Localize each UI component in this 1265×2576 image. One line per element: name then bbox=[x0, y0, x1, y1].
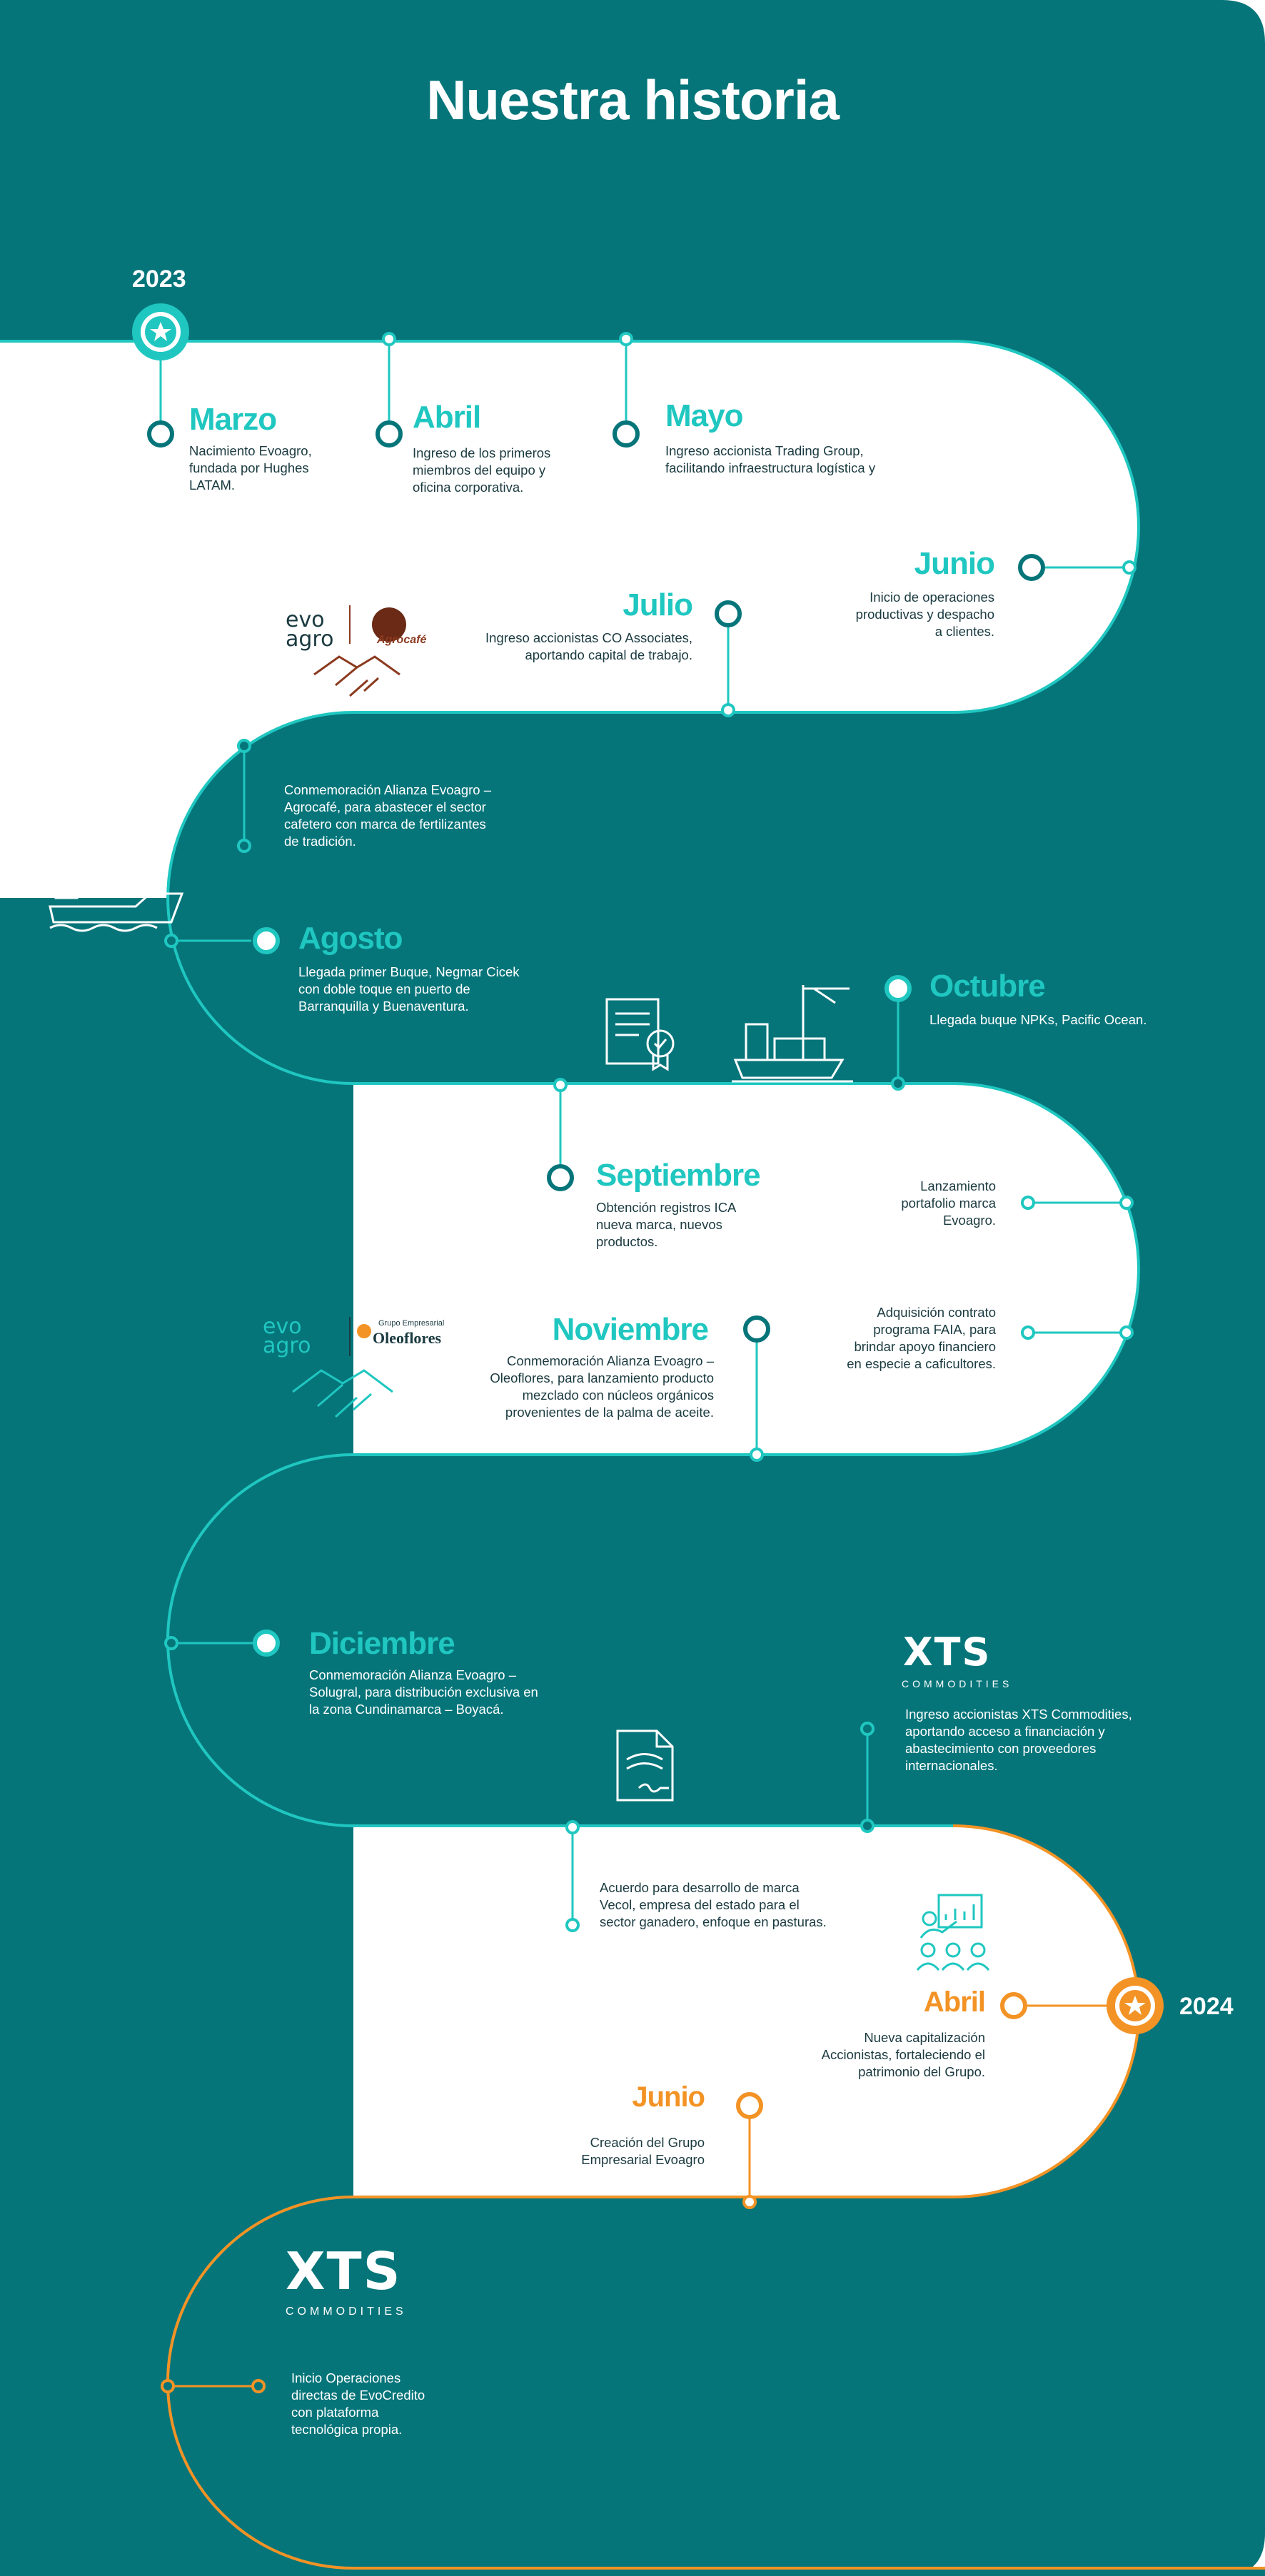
cargo-ship-icon bbox=[49, 865, 184, 932]
xts-logo-sub: COMMODITIES bbox=[286, 2305, 407, 2318]
event-agrocafe-text: Conmemoración Alianza Evoagro –Agrocafé,… bbox=[284, 782, 491, 849]
team-icon bbox=[413, 248, 487, 318]
event-xts-ingreso-text: Ingreso accionistas XTS Commodities,apor… bbox=[905, 1707, 1132, 1773]
certificate-icon bbox=[605, 998, 675, 1071]
julio-node bbox=[715, 600, 742, 627]
junio-2024-node bbox=[736, 2092, 763, 2119]
event-abril-2024-month: Abril bbox=[923, 1986, 986, 2018]
xts-logo: XTS bbox=[903, 1630, 992, 1675]
junio-node bbox=[1018, 554, 1045, 581]
event-septiembre-month: Septiembre bbox=[596, 1158, 761, 1193]
oleoflores-logo: Oleoflores bbox=[373, 1329, 442, 1347]
oleoflores-group-label: Grupo Empresarial bbox=[378, 1319, 445, 1328]
event-noviembre-text: Conmemoración Alianza Evoagro –Oleoflore… bbox=[490, 1353, 714, 1420]
event-agosto-month: Agosto bbox=[298, 921, 403, 956]
event-mayo-month: Mayo bbox=[665, 398, 743, 433]
timeline-line-2024 bbox=[166, 1824, 1265, 2570]
timeline-line-2023 bbox=[0, 340, 1140, 1827]
year-2023-label: 2023 bbox=[132, 266, 186, 293]
oleoflores-logo-mark bbox=[357, 1324, 371, 1338]
mayo-node bbox=[613, 420, 640, 448]
port-crane-ship-icon bbox=[732, 985, 853, 1083]
event-julio-month: Julio bbox=[623, 587, 693, 622]
event-julio-text: Ingreso accionistas CO Associates,aporta… bbox=[485, 630, 692, 662]
fertilizer-bag-icon bbox=[1164, 522, 1238, 613]
event-junio-month: Junio bbox=[914, 546, 995, 581]
year-2024-label: 2024 bbox=[1179, 1993, 1234, 2020]
marzo-node bbox=[147, 420, 174, 448]
event-octubre-text: Llegada buque NPKs, Pacific Ocean. bbox=[929, 1012, 1147, 1027]
star-icon bbox=[150, 322, 171, 341]
page-title: Nuestra historia bbox=[426, 69, 840, 131]
product-bag-icon bbox=[1159, 1158, 1229, 1243]
xts-logo: XTS bbox=[286, 2241, 402, 2301]
handshake-icon bbox=[292, 1369, 393, 1418]
event-noviembre-month: Noviembre bbox=[552, 1312, 709, 1347]
star-icon bbox=[1124, 1996, 1146, 2015]
diciembre-node bbox=[253, 1630, 280, 1657]
presentation-team-icon bbox=[916, 1894, 990, 1971]
agrocafe-logo: Agrocafé bbox=[377, 634, 427, 646]
event-octubre-month: Octubre bbox=[929, 969, 1046, 1004]
xts-logo-sub: COMMODITIES bbox=[902, 1678, 1013, 1689]
septiembre-node bbox=[547, 1164, 574, 1191]
abril-2024-node bbox=[1000, 1992, 1027, 2019]
road-segment-3 bbox=[353, 1826, 1139, 2197]
octubre-node bbox=[885, 975, 912, 1002]
event-diciembre-month: Diciembre bbox=[309, 1626, 455, 1661]
agrocafe-logo-mark bbox=[372, 607, 406, 642]
factory-icon bbox=[668, 243, 739, 330]
contract-document-icon bbox=[616, 1729, 674, 1802]
event-junio-2024-month: Junio bbox=[632, 2081, 705, 2113]
agosto-node bbox=[253, 927, 280, 954]
event-diciembre-text: Conmemoración Alianza Evoagro –Solugral,… bbox=[309, 1667, 538, 1717]
event-marzo-month: Marzo bbox=[189, 402, 277, 437]
handshake-icon bbox=[313, 655, 400, 697]
event-mayo-text: Ingreso accionista Trading Group,facilit… bbox=[665, 443, 876, 475]
event-abril-month: Abril bbox=[413, 400, 481, 435]
noviembre-node bbox=[743, 1315, 770, 1343]
abril-node bbox=[376, 420, 403, 448]
